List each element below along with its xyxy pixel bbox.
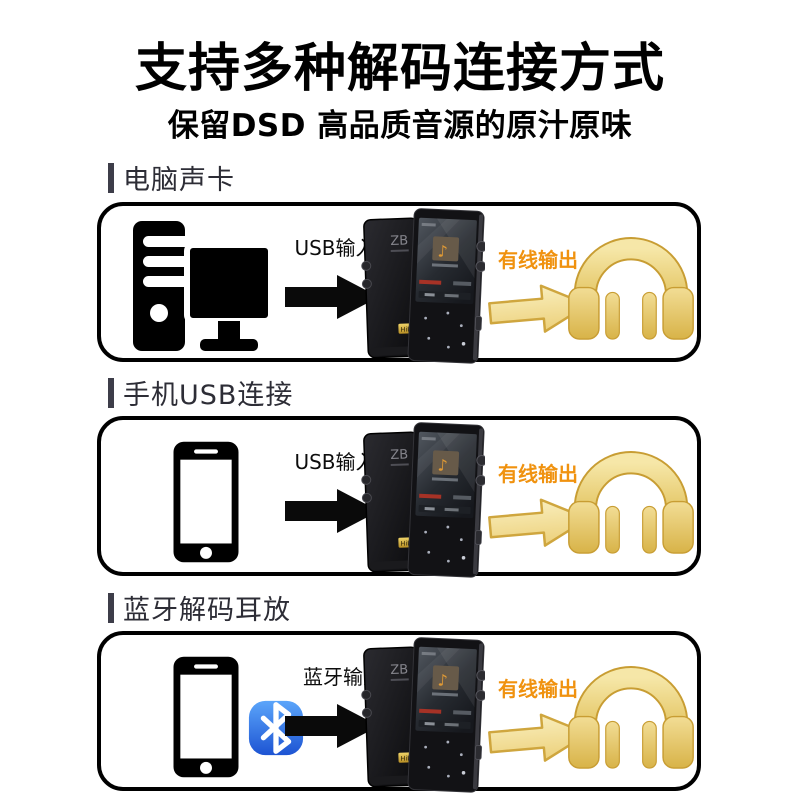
svg-text:♪: ♪ <box>437 671 448 690</box>
output-step: 有线输出 <box>487 244 590 338</box>
section-accent-bar <box>108 377 114 408</box>
svg-text:ZB: ZB <box>390 233 408 249</box>
smartphone-icon <box>169 440 243 564</box>
input-label: USB输入 <box>294 450 376 474</box>
section-label: 电脑声卡 <box>123 165 235 196</box>
black-arrow-icon <box>285 275 379 319</box>
page-subtitle: 保留DSD 高品质音源的原汁原味 <box>167 108 633 144</box>
black-arrow-icon <box>285 489 379 533</box>
svg-text:HiFi: HiFi <box>400 325 412 333</box>
page-title: 支持多种解码连接方式 <box>134 39 665 99</box>
section-header-bluetooth: 蓝牙解码耳放 <box>108 588 291 627</box>
section-header-phone-usb: 手机USB连接 <box>108 373 293 412</box>
hifi-player-image: ZB HiFi ♪ <box>359 207 485 365</box>
section-label: 手机USB连接 <box>123 380 294 411</box>
input-step: USB输入 <box>285 446 385 536</box>
input-step: USB输入 <box>285 232 385 322</box>
headphones-icon <box>563 446 699 562</box>
gold-arrow-icon <box>488 713 590 762</box>
output-step: 有线输出 <box>487 458 590 552</box>
flow-box-bluetooth: 蓝牙输入 ZB HiFi <box>97 631 701 794</box>
black-arrow-icon <box>285 704 379 748</box>
headphones-icon <box>563 232 699 348</box>
desktop-computer-icon <box>121 219 273 353</box>
output-label: 有线输出 <box>498 248 578 272</box>
svg-text:♪: ♪ <box>437 456 448 475</box>
flow-box-phone-usb: USB输入 ZB HiFi <box>97 416 701 579</box>
flow-box-pc-soundcard: USB输入 ZB HiFi <box>97 202 701 365</box>
section-accent-bar <box>108 592 114 623</box>
section-accent-bar <box>108 162 114 193</box>
input-label: USB输入 <box>294 236 376 260</box>
bluetooth-icon <box>247 699 305 757</box>
section-header-pc-soundcard: 电脑声卡 <box>108 158 235 197</box>
hifi-player-image: ZB HiFi ♪ <box>359 636 485 794</box>
smartphone-icon <box>169 655 243 779</box>
svg-text:ZB: ZB <box>390 662 408 678</box>
svg-text:HiFi: HiFi <box>400 754 412 762</box>
gold-arrow-icon <box>488 498 590 547</box>
section-label: 蓝牙解码耳放 <box>123 595 291 626</box>
headphones-icon <box>563 661 699 777</box>
output-label: 有线输出 <box>498 462 578 486</box>
gold-arrow-icon <box>488 284 590 333</box>
output-label: 有线输出 <box>498 677 578 701</box>
svg-text:HiFi: HiFi <box>400 539 412 547</box>
svg-text:♪: ♪ <box>437 242 448 261</box>
output-step: 有线输出 <box>487 673 590 767</box>
svg-text:ZB: ZB <box>390 447 408 463</box>
hifi-player-image: ZB HiFi ♪ <box>359 421 485 579</box>
